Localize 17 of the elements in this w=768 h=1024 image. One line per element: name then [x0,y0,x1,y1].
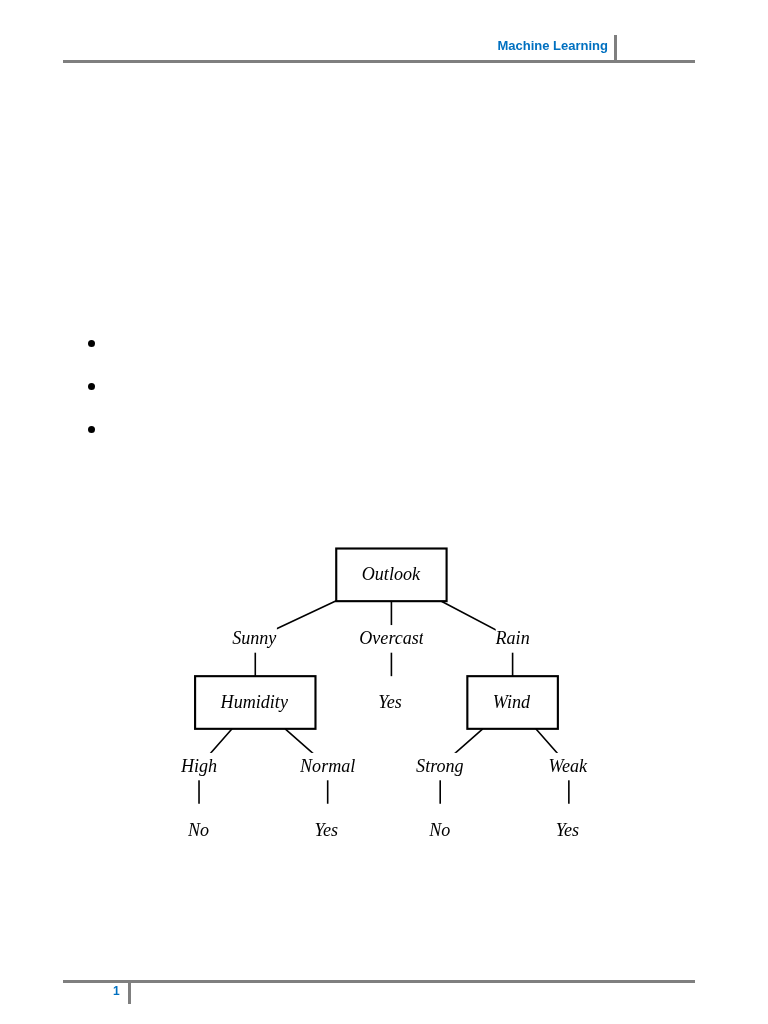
node-box: Outlook [335,547,448,603]
node-text: Yes [314,819,338,840]
node-text: Yes [555,819,580,840]
node-text: Yes [378,692,402,713]
page-number: 1 [113,985,120,999]
node-text: No [187,819,210,840]
running-header: Machine Learning [497,39,608,54]
edge-label: Overcast [359,628,424,649]
edge-label: Rain [495,628,530,649]
node-text: No [429,819,451,840]
edge-label: Sunny [232,628,277,649]
node-box: Humidity [194,675,317,730]
edge-label: High [180,755,218,777]
edge-label: Weak [548,755,588,777]
node-box: Wind [466,675,559,730]
edge-label: Strong [416,755,464,777]
edge-label: Normal [300,755,356,777]
